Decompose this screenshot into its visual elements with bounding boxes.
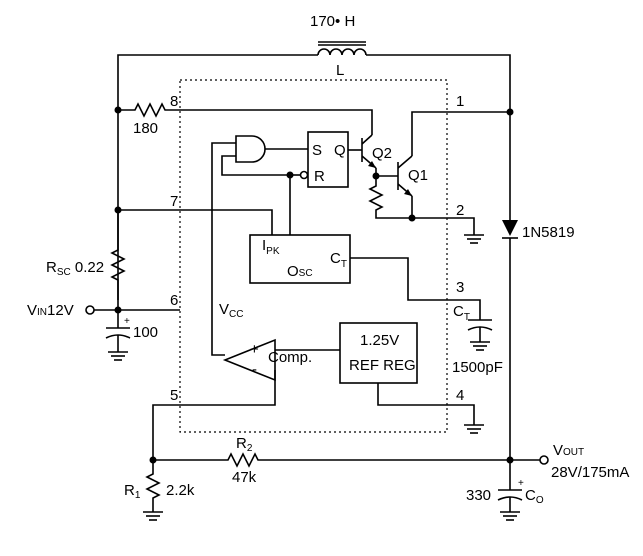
resistor-q1-base	[368, 176, 412, 219]
cin-plus: +	[124, 316, 130, 327]
pin-3: 3	[456, 279, 464, 296]
resistor-r2	[153, 452, 540, 468]
osc-label: OSC	[287, 263, 313, 280]
r180-label: 180	[133, 120, 158, 137]
vcc-label: VCC	[219, 301, 243, 320]
q-pin-label: Q	[334, 142, 346, 159]
transistor-q1	[397, 150, 413, 218]
pin-2: 2	[456, 202, 464, 219]
q1-label: Q1	[408, 167, 428, 184]
vout-terminal	[539, 455, 549, 465]
sr-flipflop	[307, 131, 349, 188]
r1-value-label: 2.2k	[166, 482, 195, 499]
vin-terminal	[85, 305, 95, 315]
vin-label: VIN12V	[27, 302, 74, 319]
transistor-q2	[361, 134, 377, 176]
comp-plus: +	[250, 341, 259, 358]
vout-label: VOUT	[553, 442, 584, 459]
pin4-ground	[464, 424, 484, 434]
pin-7: 7	[170, 193, 178, 210]
pin5-wire	[152, 370, 276, 460]
capacitor-co	[497, 460, 523, 521]
capacitor-ct	[467, 319, 493, 351]
resistor-rsc	[110, 210, 126, 310]
r2-value-label: 47k	[232, 469, 257, 486]
pin1-wire	[411, 111, 510, 150]
r2-label: R2	[236, 435, 253, 454]
inductor-name-label: L	[336, 62, 344, 79]
ipk-label: IPK	[262, 237, 280, 257]
diode-label: 1N5819	[522, 224, 575, 241]
inductor-value-label: 170• H	[310, 13, 355, 30]
pin-4: 4	[456, 387, 464, 404]
pin2-ground	[412, 217, 484, 244]
ic-boundary	[179, 79, 448, 433]
capacitor-100	[105, 310, 131, 361]
oscillator-block	[249, 234, 351, 284]
ct-label: CT	[453, 303, 470, 323]
ct-wire	[350, 257, 481, 320]
q2-label: Q2	[372, 145, 392, 162]
diode-1n5819	[502, 220, 518, 460]
r-pin-label: R	[314, 168, 325, 185]
pin7-wire	[118, 209, 273, 235]
r1-label: R1	[124, 482, 141, 501]
rsc-label: RSC 0.22	[46, 259, 104, 278]
junction	[114, 106, 122, 114]
ref-voltage-label: 1.25V	[360, 332, 399, 349]
r-inverter-bubble	[299, 170, 309, 180]
pin-6: 6	[170, 292, 178, 309]
ct-value-label: 1500pF	[452, 359, 503, 376]
pin4-wire	[377, 383, 475, 425]
co-value-label: 330	[466, 487, 491, 504]
pin-8: 8	[170, 93, 178, 110]
vout-value-label: 28V/175mA	[551, 464, 629, 481]
resistor-r1	[143, 460, 163, 521]
co-plus: +	[518, 478, 524, 489]
comparator	[222, 338, 340, 382]
ref-reg-label: REF REG	[349, 357, 416, 374]
s-pin-label: S	[312, 142, 322, 159]
resistor-180	[118, 102, 373, 135]
and-gate	[211, 135, 308, 356]
comp-label: Comp.	[268, 349, 312, 366]
pin-1: 1	[456, 93, 464, 110]
ct-internal-label: CT	[330, 250, 347, 270]
comp-minus: -	[252, 361, 257, 378]
cin-value-label: 100	[133, 324, 158, 341]
pin-5: 5	[170, 387, 178, 404]
co-label: CO	[525, 487, 544, 506]
